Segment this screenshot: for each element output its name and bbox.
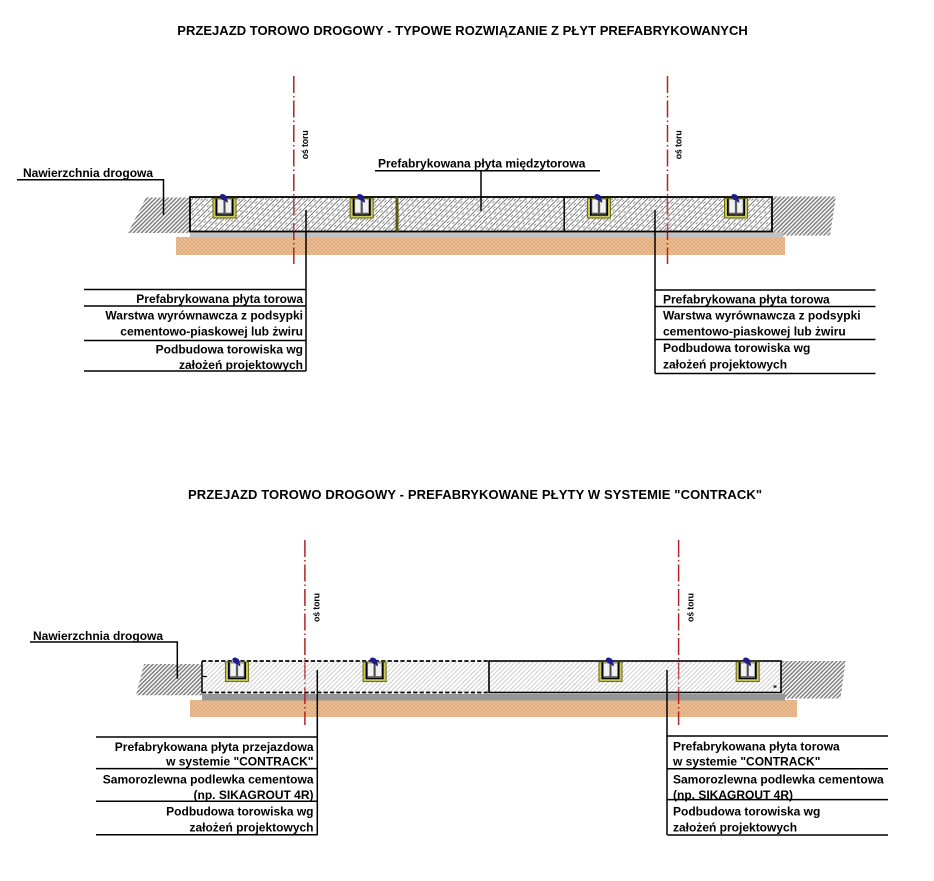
svg-text:PRZEJAZD TOROWO DROGOWY - TYPO: PRZEJAZD TOROWO DROGOWY - TYPOWE ROZWIĄZ…: [177, 23, 748, 38]
svg-text:Prefabrykowana płyta torowa: Prefabrykowana płyta torowa: [673, 740, 840, 754]
svg-text:w systemie "CONTRACK": w systemie "CONTRACK": [165, 755, 313, 769]
svg-text:założeń projektowych: założeń projektowych: [179, 358, 303, 372]
svg-text:Podbudowa torowiska wg: Podbudowa torowiska wg: [166, 805, 313, 819]
svg-text:Podbudowa torowiska wg: Podbudowa torowiska wg: [156, 343, 303, 357]
svg-text:Warstwa wyrównawcza z podsypki: Warstwa wyrównawcza z podsypki: [105, 309, 303, 323]
svg-text:Prefabrykowana płyta torowa: Prefabrykowana płyta torowa: [136, 292, 303, 306]
svg-text:Prefabrykowana płyta torowa: Prefabrykowana płyta torowa: [663, 293, 830, 307]
svg-text:Samorozlewna podlewka cementow: Samorozlewna podlewka cementowa: [103, 773, 314, 787]
svg-text:Podbudowa torowiska wg: Podbudowa torowiska wg: [663, 341, 810, 355]
svg-text:oś toru: oś toru: [685, 593, 695, 622]
svg-text:(np. SIKAGROUT 4R): (np. SIKAGROUT 4R): [673, 788, 793, 802]
svg-text:PRZEJAZD TOROWO DROGOWY - PREF: PRZEJAZD TOROWO DROGOWY - PREFABRYKOWANE…: [188, 487, 762, 502]
svg-text:cementowo-piaskowej lub żwiru: cementowo-piaskowej lub żwiru: [120, 325, 303, 339]
svg-text:Prefabrykowana płyta międzytor: Prefabrykowana płyta międzytorowa: [378, 157, 586, 171]
svg-text:Prefabrykowana płyta przejazdo: Prefabrykowana płyta przejazdowa: [115, 740, 314, 754]
svg-text:Podbudowa torowiska wg: Podbudowa torowiska wg: [673, 805, 820, 819]
svg-text:założeń projektowych: założeń projektowych: [673, 821, 797, 835]
svg-text:Nawierzchnia drogowa: Nawierzchnia drogowa: [23, 166, 153, 180]
svg-text:oś toru: oś toru: [312, 593, 322, 622]
svg-text:założeń projektowych: założeń projektowych: [663, 358, 787, 372]
svg-text:w systemie "CONTRACK": w systemie "CONTRACK": [672, 755, 820, 769]
svg-text:oś toru: oś toru: [673, 130, 683, 159]
svg-text:Nawierzchnia drogowa: Nawierzchnia drogowa: [33, 629, 163, 643]
svg-text:cementowo-piaskowej lub żwiru: cementowo-piaskowej lub żwiru: [663, 325, 846, 339]
svg-text:(np. SIKAGROUT 4R): (np. SIKAGROUT 4R): [194, 788, 314, 802]
svg-text:założeń projektowych: założeń projektowych: [189, 821, 313, 835]
svg-text:oś toru: oś toru: [300, 130, 310, 159]
svg-text:Warstwa wyrównawcza z podsypki: Warstwa wyrównawcza z podsypki: [663, 309, 861, 323]
svg-text:Samorozlewna podlewka cementow: Samorozlewna podlewka cementowa: [673, 773, 884, 787]
